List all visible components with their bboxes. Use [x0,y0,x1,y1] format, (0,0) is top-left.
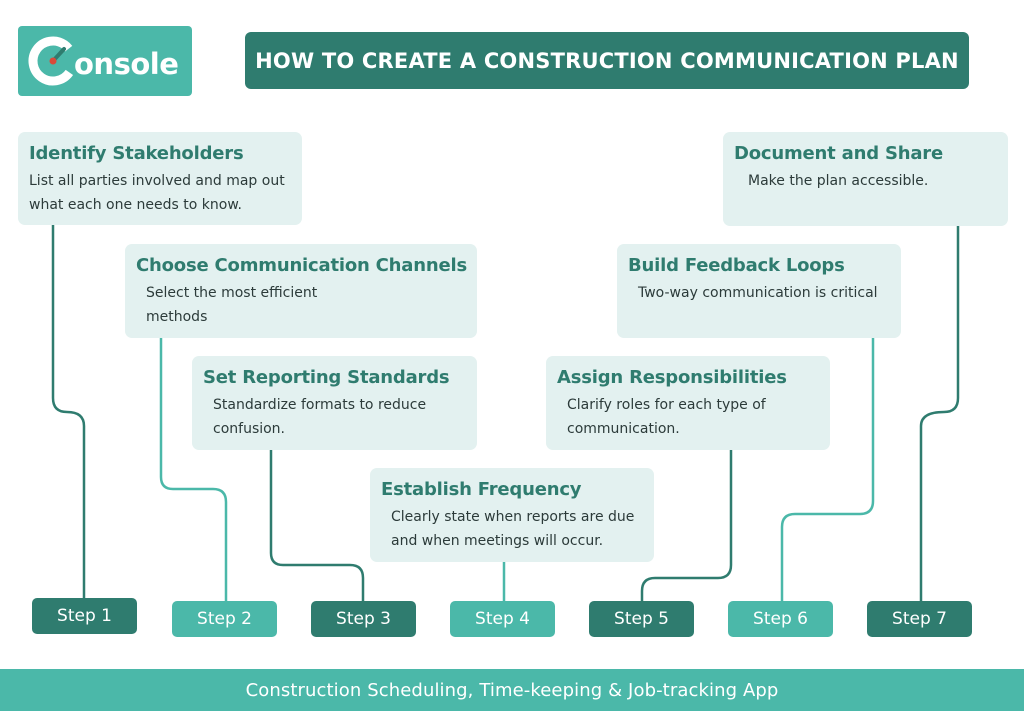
step-1-pill: Step 1 [32,598,137,634]
page-title: HOW TO CREATE A CONSTRUCTION COMMUNICATI… [245,32,969,89]
step-description: Clarify roles for each type of communica… [567,397,766,437]
step-heading: Document and Share [734,143,943,164]
step-description: Standardize formats to reduce confusion. [213,397,427,437]
console-logo: onsole [18,26,192,96]
step-card-reporting-standards: Set Reporting Standards Standardize form… [192,356,477,450]
logo-text: onsole [74,47,179,81]
step-heading: Identify Stakeholders [29,143,244,164]
step-2-pill: Step 2 [172,601,277,637]
step-card-choose-channels: Choose Communication Channels Select the… [125,244,477,338]
step-card-document-share: Document and Share Make the plan accessi… [723,132,1008,226]
step-6-pill: Step 6 [728,601,833,637]
connector-7 [919,224,960,604]
step-description: Select the most efficient methods [146,285,318,325]
connector-1 [51,223,86,602]
step-heading: Choose Communication Channels [136,255,467,276]
step-card-assign-responsibilities: Assign Responsibilities Clarify roles fo… [546,356,830,450]
step-7-pill: Step 7 [867,601,972,637]
connector-5 [640,448,733,604]
step-description: Two-way communication is critical [638,285,878,301]
gauge-icon [28,36,78,86]
step-description: List all parties involved and map out wh… [29,173,285,213]
step-card-identify-stakeholders: Identify Stakeholders List all parties i… [18,132,302,225]
step-4-pill: Step 4 [450,601,555,637]
step-card-establish-frequency: Establish Frequency Clearly state when r… [370,468,654,562]
step-card-feedback-loops: Build Feedback Loops Two-way communicati… [617,244,901,338]
step-5-pill: Step 5 [589,601,694,637]
step-description: Clearly state when reports are due and w… [391,509,635,549]
step-3-pill: Step 3 [311,601,416,637]
step-heading: Assign Responsibilities [557,367,787,388]
footer-tagline: Construction Scheduling, Time-keeping & … [0,669,1024,711]
step-heading: Build Feedback Loops [628,255,845,276]
step-description: Make the plan accessible. [748,173,929,189]
step-heading: Set Reporting Standards [203,367,450,388]
step-heading: Establish Frequency [381,479,582,500]
connector-3 [269,448,365,604]
